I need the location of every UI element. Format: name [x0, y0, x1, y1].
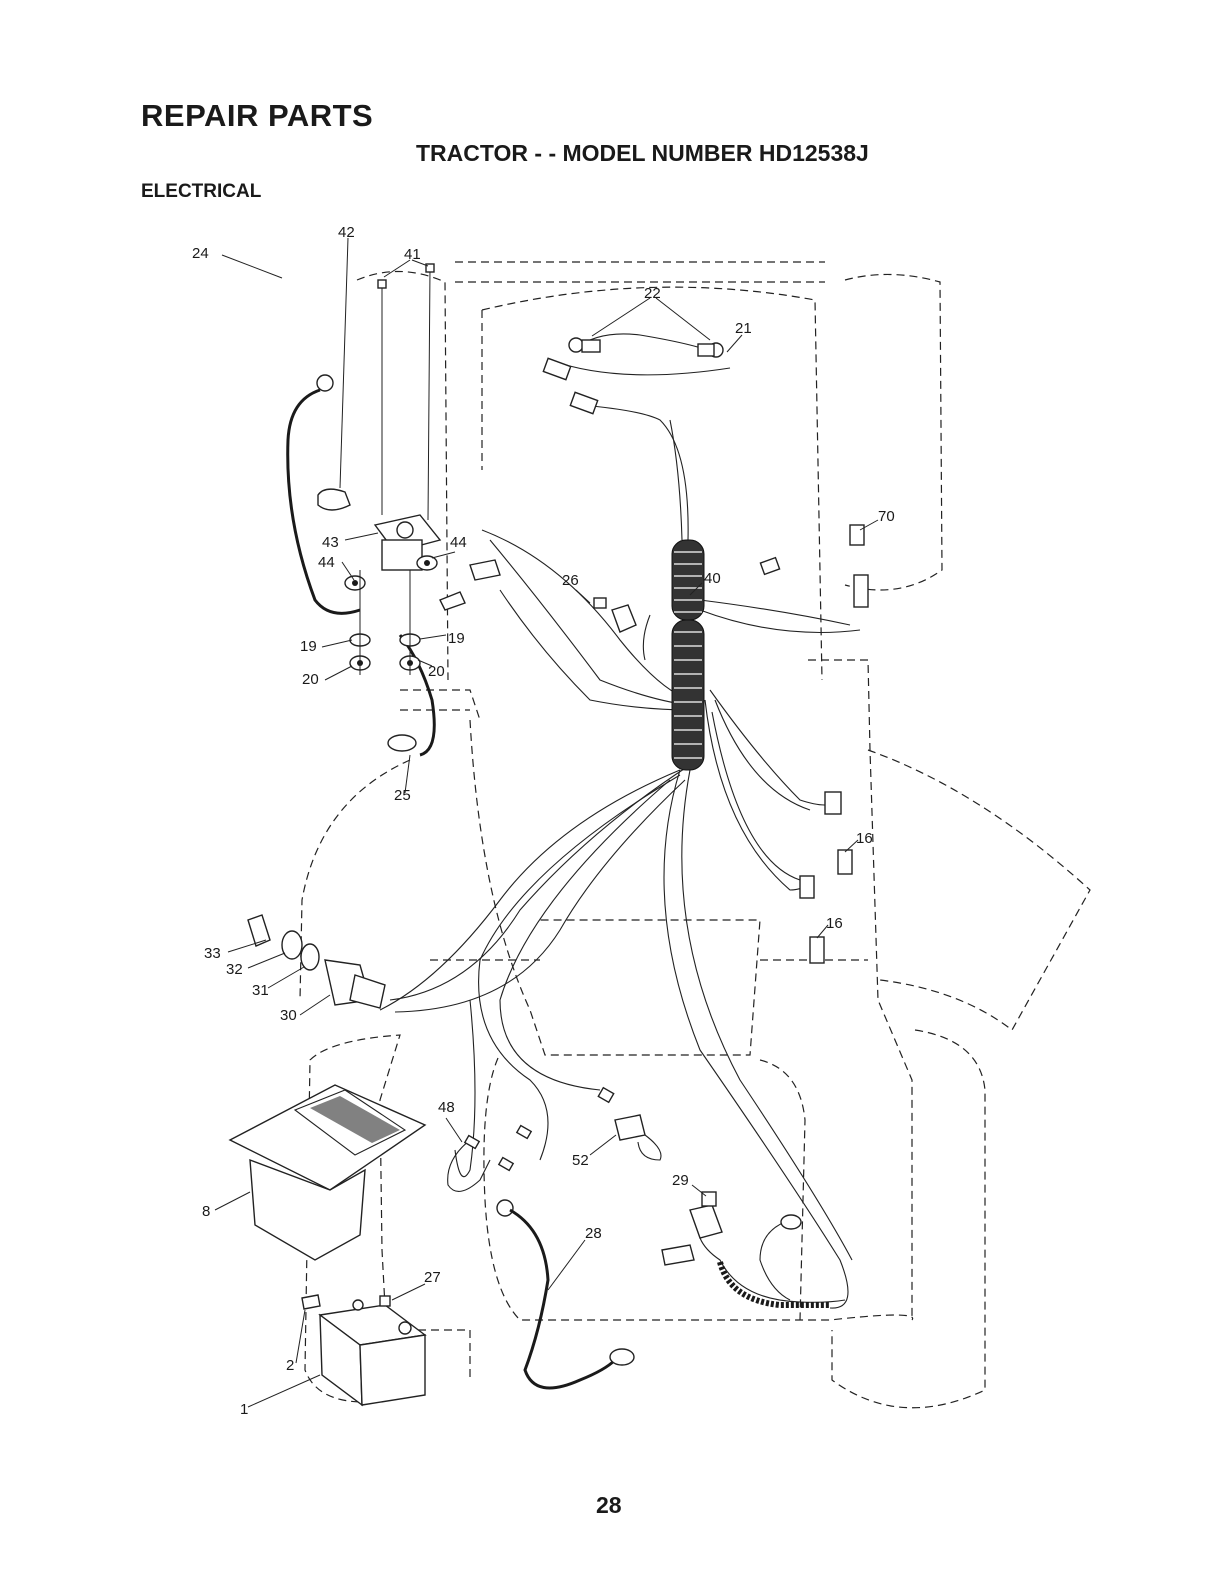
callout-44-right: 44	[450, 534, 467, 551]
callout-26: 26	[562, 572, 579, 589]
callout-41: 41	[404, 246, 421, 263]
callout-32: 32	[226, 961, 243, 978]
callout-31: 31	[252, 982, 269, 999]
callout-16-upper: 16	[856, 830, 873, 847]
callout-40: 40	[704, 570, 721, 587]
callout-25: 25	[394, 787, 411, 804]
callout-52: 52	[572, 1152, 589, 1169]
headlight-bulbs	[569, 338, 723, 357]
callout-28: 28	[585, 1225, 602, 1242]
callout-1: 1	[240, 1401, 248, 1418]
page-number: 28	[596, 1492, 622, 1519]
callout-44-left: 44	[318, 554, 335, 571]
callout-48: 48	[438, 1099, 455, 1116]
battery	[302, 1295, 425, 1405]
callout-70: 70	[878, 508, 895, 525]
callout-27: 27	[424, 1269, 441, 1286]
headlight-connectors	[543, 358, 597, 413]
callout-20-right: 20	[428, 663, 445, 680]
callout-21: 21	[735, 320, 752, 337]
callout-19-right: 19	[448, 630, 465, 647]
callout-29: 29	[672, 1172, 689, 1189]
lower-accessories	[448, 1088, 845, 1305]
harness-coil-upper	[672, 540, 704, 620]
connectors-and-switches	[440, 525, 868, 963]
callout-2: 2	[286, 1357, 294, 1374]
callout-22: 22	[644, 285, 661, 302]
callout-42: 42	[338, 224, 355, 241]
callout-8: 8	[202, 1203, 210, 1220]
battery-box	[230, 1085, 425, 1260]
callout-24: 24	[192, 245, 209, 262]
harness-coil-lower	[672, 620, 704, 770]
callout-30: 30	[280, 1007, 297, 1024]
callout-19-left: 19	[300, 638, 317, 655]
callout-20-left: 20	[302, 671, 319, 688]
tractor-outline	[300, 262, 1090, 1408]
callout-16-lower: 16	[826, 915, 843, 932]
callout-43: 43	[322, 534, 339, 551]
callout-33: 33	[204, 945, 221, 962]
